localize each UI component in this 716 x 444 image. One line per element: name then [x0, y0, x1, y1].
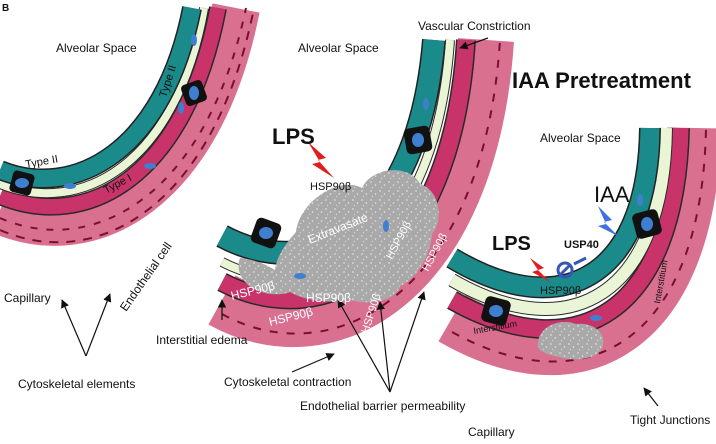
middle-type-ii-cell	[250, 217, 282, 249]
right-nucleus	[637, 194, 643, 206]
middle-cytoskeleton-line	[221, 39, 501, 335]
right-capillary-vessel	[438, 127, 716, 376]
interstitial-edema-label: Interstitial edema	[156, 333, 248, 347]
middle-nucleus	[294, 273, 306, 279]
vascular-constriction-arrow	[459, 37, 489, 50]
left-capillary-vessel	[0, 3, 260, 246]
permeability-arrow	[376, 301, 391, 393]
tight-junctions-label: Tight Junctions	[630, 413, 710, 427]
middle-alveolar-space-label: Alveolar Space	[298, 41, 379, 55]
left-nucleus	[191, 34, 197, 46]
left-nucleus	[144, 163, 156, 169]
right-type-ii-cell	[481, 296, 511, 326]
panel-letter: B	[2, 3, 9, 14]
right-epithelium	[447, 127, 660, 297]
middle-extravasate-cloud	[274, 170, 439, 303]
cytoskeletal-elements-arrow	[85, 293, 112, 357]
permeability-arrow	[389, 291, 426, 393]
permeability-arrow	[337, 299, 391, 393]
left-cytoskeletal-elements-label: Cytoskeletal elements	[18, 377, 135, 391]
right-barrier	[438, 127, 716, 407]
endothelial-barrier-permeability-label: Endothelial barrier permeability	[300, 399, 465, 413]
left-cytoskeleton-line	[0, 7, 255, 244]
left-endothelium	[0, 6, 226, 215]
vascular-constriction-label: Vascular Constriction	[418, 19, 531, 33]
left-nucleus	[64, 183, 76, 189]
middle-hsp90b-top-label: HSP90β	[310, 181, 351, 193]
right-capillary-label: Capillary	[468, 425, 515, 439]
right-nucleus	[590, 315, 602, 321]
right-lps-label: LPS	[492, 233, 531, 255]
callout-arrows	[61, 291, 426, 393]
left-alveolar-space-label: Alveolar Space	[56, 41, 137, 55]
middle-extravasate-leak	[238, 258, 294, 295]
middle-type-ii-cell	[403, 125, 433, 155]
right-cytoskeleton-line	[451, 127, 707, 363]
usp40-arrow	[573, 256, 587, 266]
middle-lps-label: LPS	[272, 124, 315, 149]
right-extravasate-small	[537, 322, 604, 360]
cytoskeletal-contraction-label: Cytoskeletal contraction	[224, 375, 351, 389]
middle-lps-lightning-icon	[308, 142, 334, 178]
left-type-ii-cell	[181, 80, 207, 106]
right-hsp90b-label: HSP90β	[540, 285, 581, 297]
right-lps-lightning-icon	[530, 258, 550, 282]
left-endothelial-cell-label: Endothelial cell	[117, 240, 175, 314]
middle-barrier	[208, 37, 514, 348]
cytoskeletal-elements-arrow	[61, 299, 87, 357]
middle-hsp90b-center-label: HSP90β	[306, 291, 351, 305]
left-nucleus	[178, 102, 184, 114]
left-type-ii-cell	[9, 170, 35, 196]
right-hsp90b-bottom-label: HSP90β	[536, 385, 577, 397]
left-capillary-label: Capillary	[4, 291, 51, 305]
cytoskeletal-contraction-arrow	[291, 353, 335, 373]
iaa-lightning-icon	[598, 206, 618, 236]
iaa-label: IAA	[594, 182, 630, 207]
tight-junctions-arrow	[643, 387, 659, 407]
middle-nucleus	[423, 98, 429, 110]
right-type-ii-cell	[632, 209, 662, 239]
left-barrier	[0, 3, 260, 246]
right-alveolar-space-label: Alveolar Space	[540, 131, 621, 145]
left-interstitium	[0, 7, 208, 198]
iaa-pretreatment-title: IAA Pretreatment	[512, 68, 692, 93]
usp40-label: USP40	[564, 239, 599, 251]
middle-nucleus	[383, 220, 389, 232]
left-type-ii-label: Type II	[24, 153, 59, 171]
left-cytoskeleton-line	[0, 7, 247, 231]
inhibition-icon	[556, 261, 574, 279]
